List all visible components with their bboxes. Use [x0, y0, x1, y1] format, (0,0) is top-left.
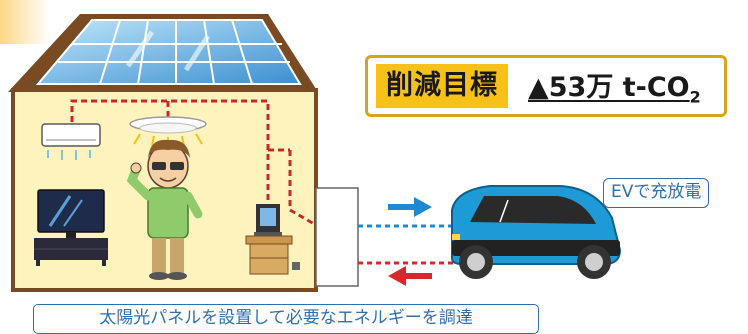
co2-subscript: 2 — [689, 87, 701, 107]
charger-box — [315, 187, 359, 287]
computer-icon — [245, 204, 300, 275]
solar-caption: 太陽光パネルを設置して必要なエネルギーを調達 — [33, 304, 539, 334]
reduction-target-amount: ▲53万 t-CO — [528, 72, 690, 104]
reduction-target-value: ▲53万 t-CO2 — [528, 65, 701, 106]
ev-car-icon — [451, 185, 622, 279]
person-icon — [126, 139, 203, 280]
reduction-target-box: 削減目標 ▲53万 t-CO2 — [365, 55, 727, 117]
air-conditioner-icon — [41, 123, 101, 160]
reduction-target-label: 削減目標 — [376, 64, 508, 108]
arrow-to-house-icon — [388, 266, 432, 286]
solar-panel-icon — [35, 19, 302, 85]
arrow-to-car-icon — [388, 197, 432, 217]
wiring — [70, 99, 317, 227]
tv-icon — [34, 189, 108, 266]
ev-charge-discharge-label: EVで充放電 — [603, 178, 710, 208]
top-left-glow — [0, 0, 50, 44]
